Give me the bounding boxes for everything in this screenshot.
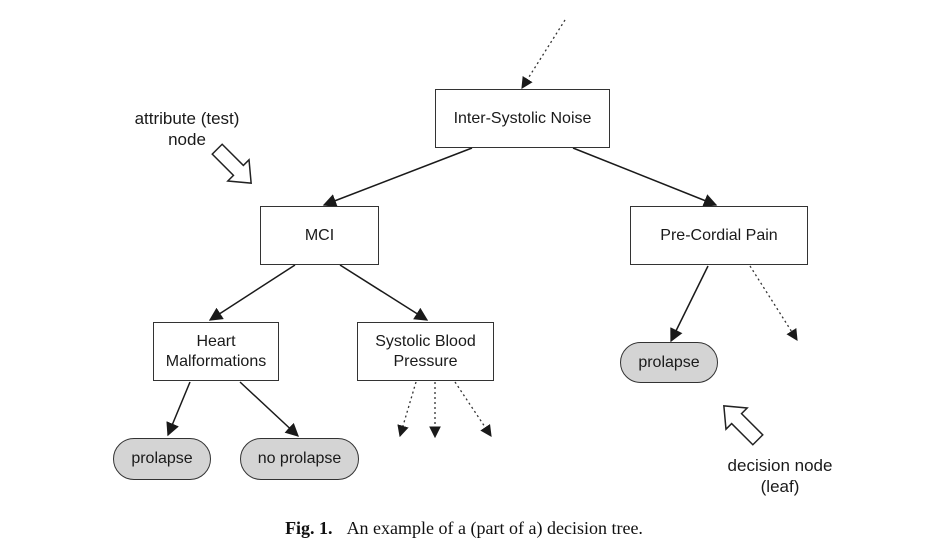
node-heart-malformations: Heart Malformations [153,322,279,381]
edge-systolic-dotted-1 [397,381,417,438]
leaf-no-prolapse: no prolapse [240,438,359,480]
leaf-no-prolapse-label: no prolapse [257,450,342,467]
figure-caption: Fig. 1. An example of a (part of a) decis… [0,518,928,539]
node-inter-systolic-noise: Inter-Systolic Noise [435,89,610,148]
node-systolic-blood-pressure: Systolic Blood Pressure [357,322,494,381]
attribute-node-annotation-line-1: attribute (test) [134,109,240,128]
node-inter-systolic-noise-label: Inter-Systolic Noise [453,109,592,127]
edge-precordial-prolapse [670,265,709,343]
leaf-prolapse-right: prolapse [620,342,718,383]
attribute-node-pointer-arrow [211,143,252,184]
figure-caption-label: Fig. 1. [285,518,333,538]
leaf-prolapse-left-label: prolapse [131,450,193,467]
attribute-node-annotation-line-2: node [168,130,206,149]
leaf-prolapse-right-label: prolapse [638,353,700,371]
edge-systolic-dotted-3 [454,381,492,437]
node-pre-cordial-pain: Pre-Cordial Pain [630,206,808,265]
node-systolic-blood-pressure-line-2: Pressure [393,352,458,370]
node-systolic-blood-pressure-line-1: Systolic Blood [375,332,476,350]
decision-node-annotation: decision node (leaf) [705,455,855,497]
edge-root-precordial [572,147,718,207]
node-heart-malformations-line-1: Heart [196,332,236,350]
figure-caption-text: An example of a (part of a) decision tre… [346,518,643,538]
edge-mci-heart [208,264,296,321]
node-mci-label: MCI [304,226,335,244]
incoming-dotted-edge [521,19,566,89]
node-mci: MCI [260,206,379,265]
decision-node-annotation-line-1: decision node [727,456,833,475]
node-heart-malformations-line-2: Malformations [165,352,267,370]
edge-mci-systolic [339,264,429,321]
leaf-prolapse-left: prolapse [113,438,211,480]
edge-root-mci [322,147,473,207]
decision-node-annotation-line-2: (leaf) [760,477,800,496]
decision-node-pointer-arrow [723,405,764,446]
edge-heart-prolapse [166,381,191,437]
edge-heart-noprolapse [239,381,299,437]
node-pre-cordial-pain-label: Pre-Cordial Pain [660,226,778,244]
edge-precordial-dotted [749,265,798,341]
attribute-node-annotation: attribute (test) node [112,108,262,150]
